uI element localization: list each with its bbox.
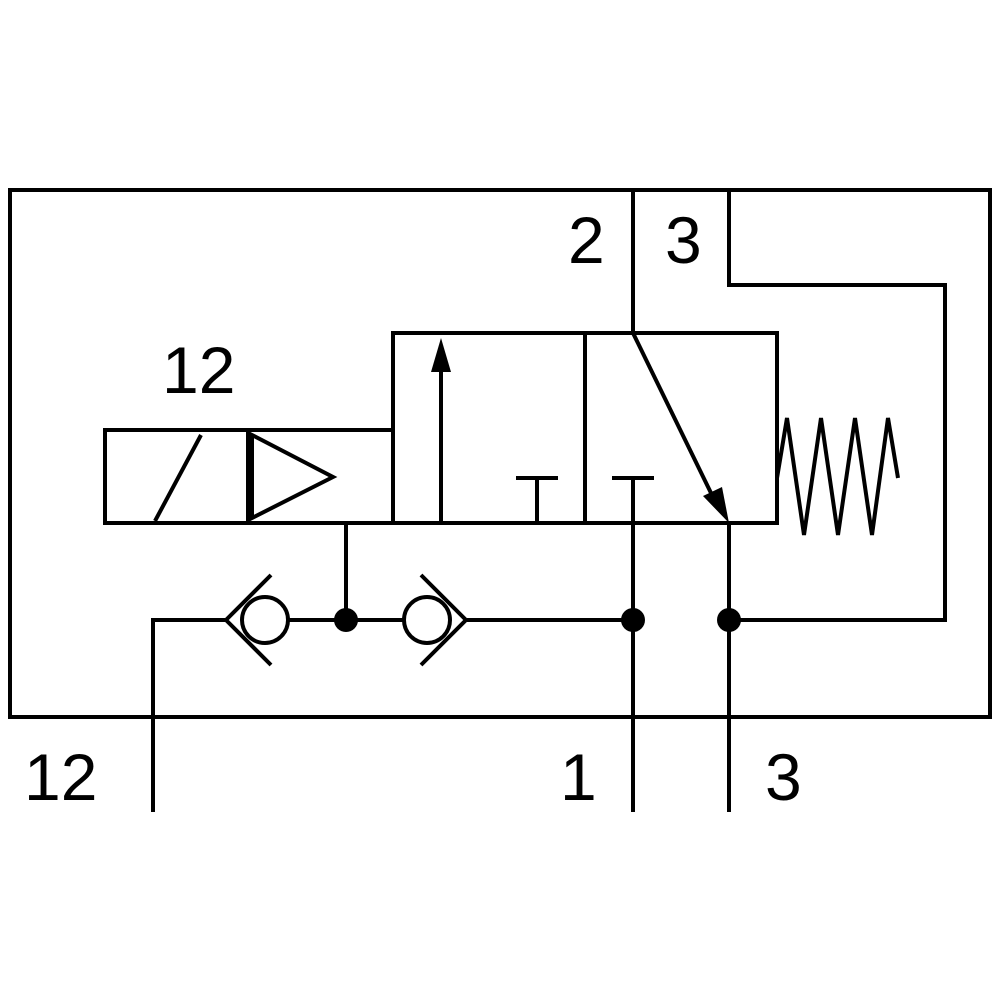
junction-dot-port-3 <box>717 608 741 632</box>
junction-dot-pilot <box>334 608 358 632</box>
junction-dot-port-1 <box>621 608 645 632</box>
port-3-exhaust-line <box>727 190 947 622</box>
solenoid-coil-slash <box>153 434 203 522</box>
flow-arrow-diagonal-line <box>631 332 713 494</box>
pilot-triangle <box>250 431 338 522</box>
label-port-3-top: 3 <box>665 203 702 277</box>
label-port-3-bottom: 3 <box>765 740 802 814</box>
pilot-12-line <box>151 618 225 812</box>
check-valve-left-ball <box>240 595 290 645</box>
check-valve-right-ball <box>402 595 452 645</box>
label-pilot-12-bottom: 12 <box>24 740 97 814</box>
valve-left-square <box>391 331 587 525</box>
flow-arrow-diagonal-head <box>703 487 729 523</box>
check-valve-right-seat <box>419 573 469 667</box>
label-port-1: 1 <box>560 740 597 814</box>
return-spring <box>775 417 900 536</box>
label-port-2: 2 <box>568 203 605 277</box>
flow-arrow-up-head <box>431 338 451 372</box>
check-valve-left-seat <box>223 573 273 667</box>
valve-right-square <box>583 331 779 525</box>
label-pilot-12-top: 12 <box>162 333 235 407</box>
housing-outline <box>8 188 992 719</box>
